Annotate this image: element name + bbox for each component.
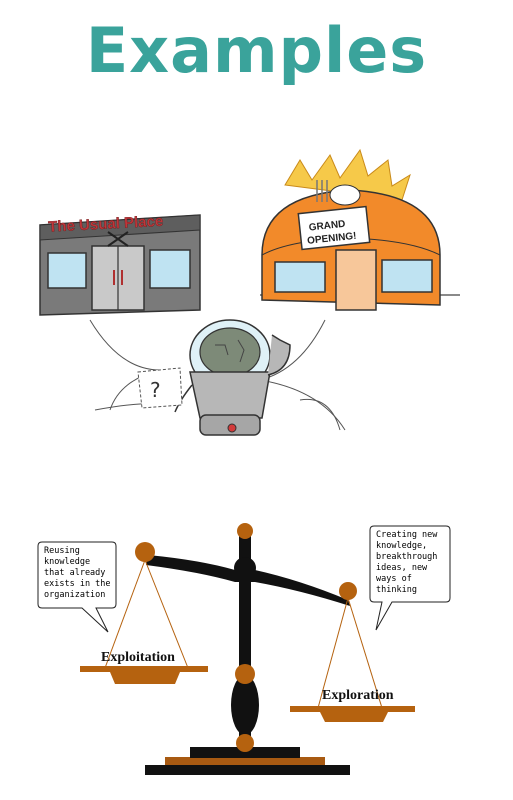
question-thought-bubble (137, 367, 183, 409)
question-mark: ? (150, 378, 161, 402)
scale-base-bottom (145, 765, 350, 775)
robot-figure (174, 319, 291, 436)
exploration-label: Exploration (322, 688, 394, 703)
left-pan (80, 666, 208, 672)
grand-opening-building (261, 148, 441, 311)
right-bubble-text: Creating new knowledge, breakthrough ide… (376, 530, 438, 595)
left-bubble-text: Reusing knowledge that already exists in… (44, 546, 111, 600)
exploitation-label: Exploitation (101, 650, 175, 665)
grand-opening-sign-line1: GRAND (308, 219, 346, 234)
usual-place-building (39, 214, 201, 316)
usual-place-sign: The Usual Place (48, 213, 164, 236)
page-title: Examples (85, 14, 428, 87)
left-speech-bubble (37, 541, 117, 633)
right-pan (290, 706, 415, 712)
grand-opening-sign-line2: OPENING! (307, 231, 357, 247)
scale-base-top (165, 757, 325, 766)
scale-beam (146, 555, 350, 606)
right-speech-bubble (369, 525, 451, 631)
